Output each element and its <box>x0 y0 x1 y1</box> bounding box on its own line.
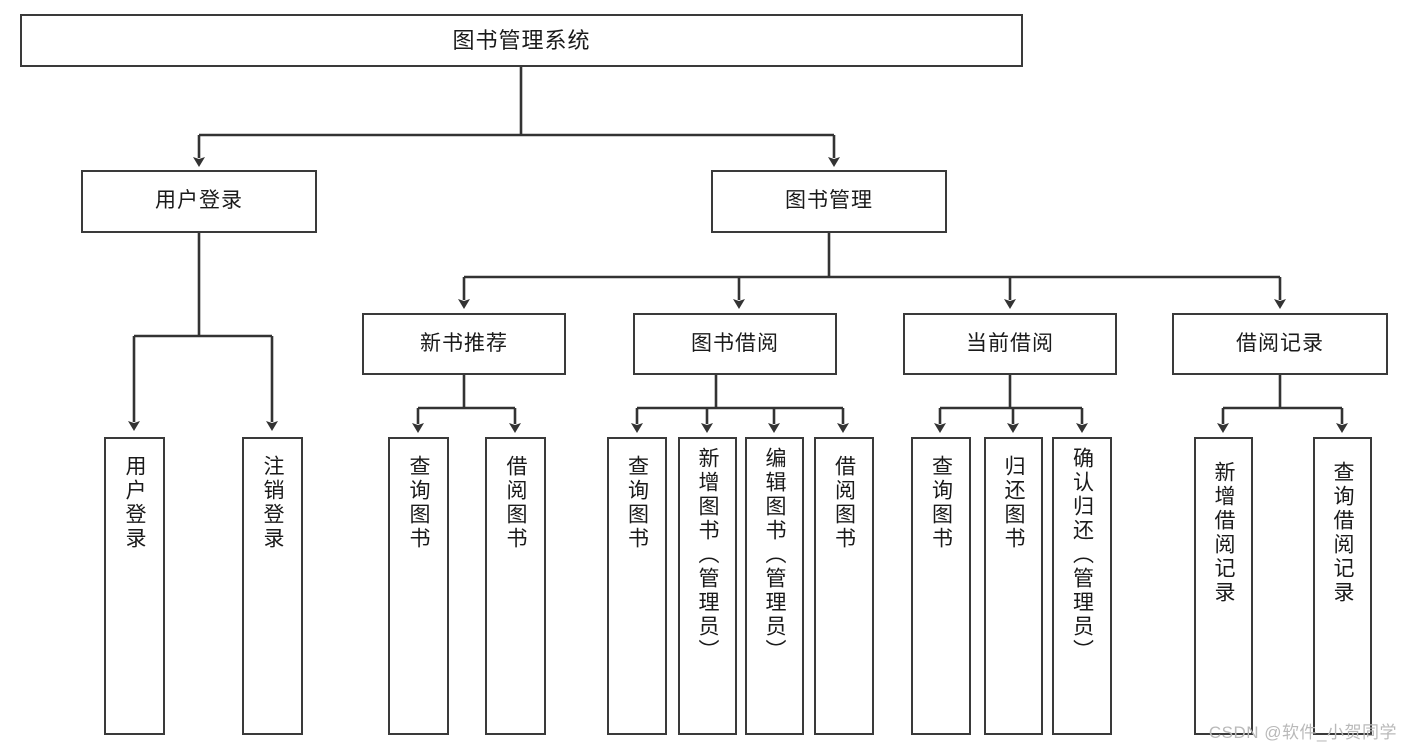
node-leaf-query-book-cb-label: 查询图书 <box>929 455 953 551</box>
node-leaf-query-book-rec[interactable]: 查询图书 <box>388 437 449 735</box>
node-leaf-borrow-book-bb-label: 借阅图书 <box>832 455 856 551</box>
node-book-manage-label: 图书管理 <box>785 189 873 213</box>
node-leaf-query-book-bb[interactable]: 查询图书 <box>607 437 667 735</box>
node-user-login[interactable]: 用户登录 <box>81 170 317 233</box>
node-new-book-rec-label: 新书推荐 <box>420 331 508 355</box>
node-leaf-edit-book[interactable]: 编辑图书（管理员） <box>745 437 804 735</box>
csdn-watermark: CSDN @软件_小贺同学 <box>1208 723 1397 742</box>
node-leaf-query-record-label: 查询借阅记录 <box>1331 461 1354 605</box>
node-current-borrow-label: 当前借阅 <box>966 331 1054 355</box>
node-current-borrow[interactable]: 当前借阅 <box>903 313 1117 375</box>
node-leaf-logout-label: 注销登录 <box>261 455 284 551</box>
edges-book-manage <box>458 233 1286 309</box>
edges-borrow-record <box>1217 375 1348 433</box>
node-leaf-return-book-label: 归还图书 <box>1002 455 1025 551</box>
node-leaf-confirm-return[interactable]: 确认归还（管理员） <box>1052 437 1112 735</box>
node-leaf-borrow-book-rec-label: 借阅图书 <box>504 455 527 551</box>
edges-current-borrow <box>934 375 1088 433</box>
node-book-borrow[interactable]: 图书借阅 <box>633 313 837 375</box>
node-book-manage[interactable]: 图书管理 <box>711 170 947 233</box>
edges-new-book-rec <box>412 375 521 433</box>
node-leaf-add-book[interactable]: 新增图书（管理员） <box>678 437 737 735</box>
node-leaf-query-book-bb-label: 查询图书 <box>625 455 649 551</box>
node-new-book-rec[interactable]: 新书推荐 <box>362 313 566 375</box>
node-leaf-edit-book-label: 编辑图书（管理员） <box>763 447 786 663</box>
node-leaf-query-book-rec-label: 查询图书 <box>407 455 430 551</box>
node-leaf-user-login[interactable]: 用户登录 <box>104 437 165 735</box>
edges-root <box>193 67 840 167</box>
edges-book-borrow <box>631 375 849 433</box>
node-leaf-add-record[interactable]: 新增借阅记录 <box>1194 437 1253 735</box>
node-user-login-label: 用户登录 <box>155 189 243 213</box>
node-leaf-confirm-return-label: 确认归还（管理员） <box>1070 447 1094 663</box>
node-borrow-record[interactable]: 借阅记录 <box>1172 313 1388 375</box>
node-root[interactable]: 图书管理系统 <box>20 14 1023 67</box>
node-leaf-borrow-book-bb[interactable]: 借阅图书 <box>814 437 874 735</box>
node-root-label: 图书管理系统 <box>452 27 591 53</box>
edges-user-login <box>128 233 278 431</box>
node-borrow-record-label: 借阅记录 <box>1236 331 1324 355</box>
node-leaf-query-book-cb[interactable]: 查询图书 <box>911 437 971 735</box>
node-leaf-return-book[interactable]: 归还图书 <box>984 437 1043 735</box>
node-leaf-logout[interactable]: 注销登录 <box>242 437 303 735</box>
node-leaf-add-book-label: 新增图书（管理员） <box>696 447 719 663</box>
node-leaf-add-record-label: 新增借阅记录 <box>1212 461 1235 605</box>
node-leaf-borrow-book-rec[interactable]: 借阅图书 <box>485 437 546 735</box>
node-leaf-query-record[interactable]: 查询借阅记录 <box>1313 437 1372 735</box>
node-leaf-user-login-label: 用户登录 <box>123 455 146 551</box>
node-book-borrow-label: 图书借阅 <box>691 331 779 355</box>
